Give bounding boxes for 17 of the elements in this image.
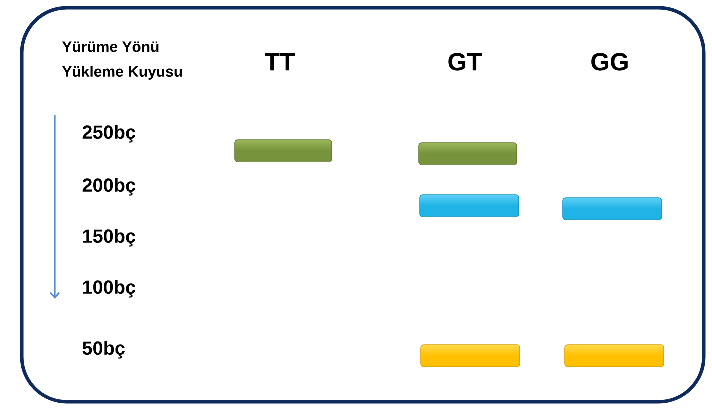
gel-band — [418, 142, 518, 166]
gel-band — [564, 344, 664, 368]
axis-label: Yükleme Kuyusu — [62, 66, 182, 80]
gel-frame — [20, 6, 706, 404]
lane-label: GT — [448, 53, 482, 71]
size-label: 150bç — [83, 229, 136, 247]
gel-band — [420, 344, 520, 368]
lane-label: TT — [265, 53, 296, 71]
size-label: 200bç — [82, 178, 136, 196]
size-label: 250bç — [82, 125, 136, 143]
gel-band — [562, 198, 662, 220]
size-label: 100bç — [83, 280, 136, 298]
axis-label: Yürüme Yönü — [62, 42, 159, 52]
lane-label: GG — [592, 53, 628, 71]
gel-band — [234, 140, 332, 162]
size-label: 50bç — [82, 341, 125, 359]
gel-band — [420, 194, 520, 218]
